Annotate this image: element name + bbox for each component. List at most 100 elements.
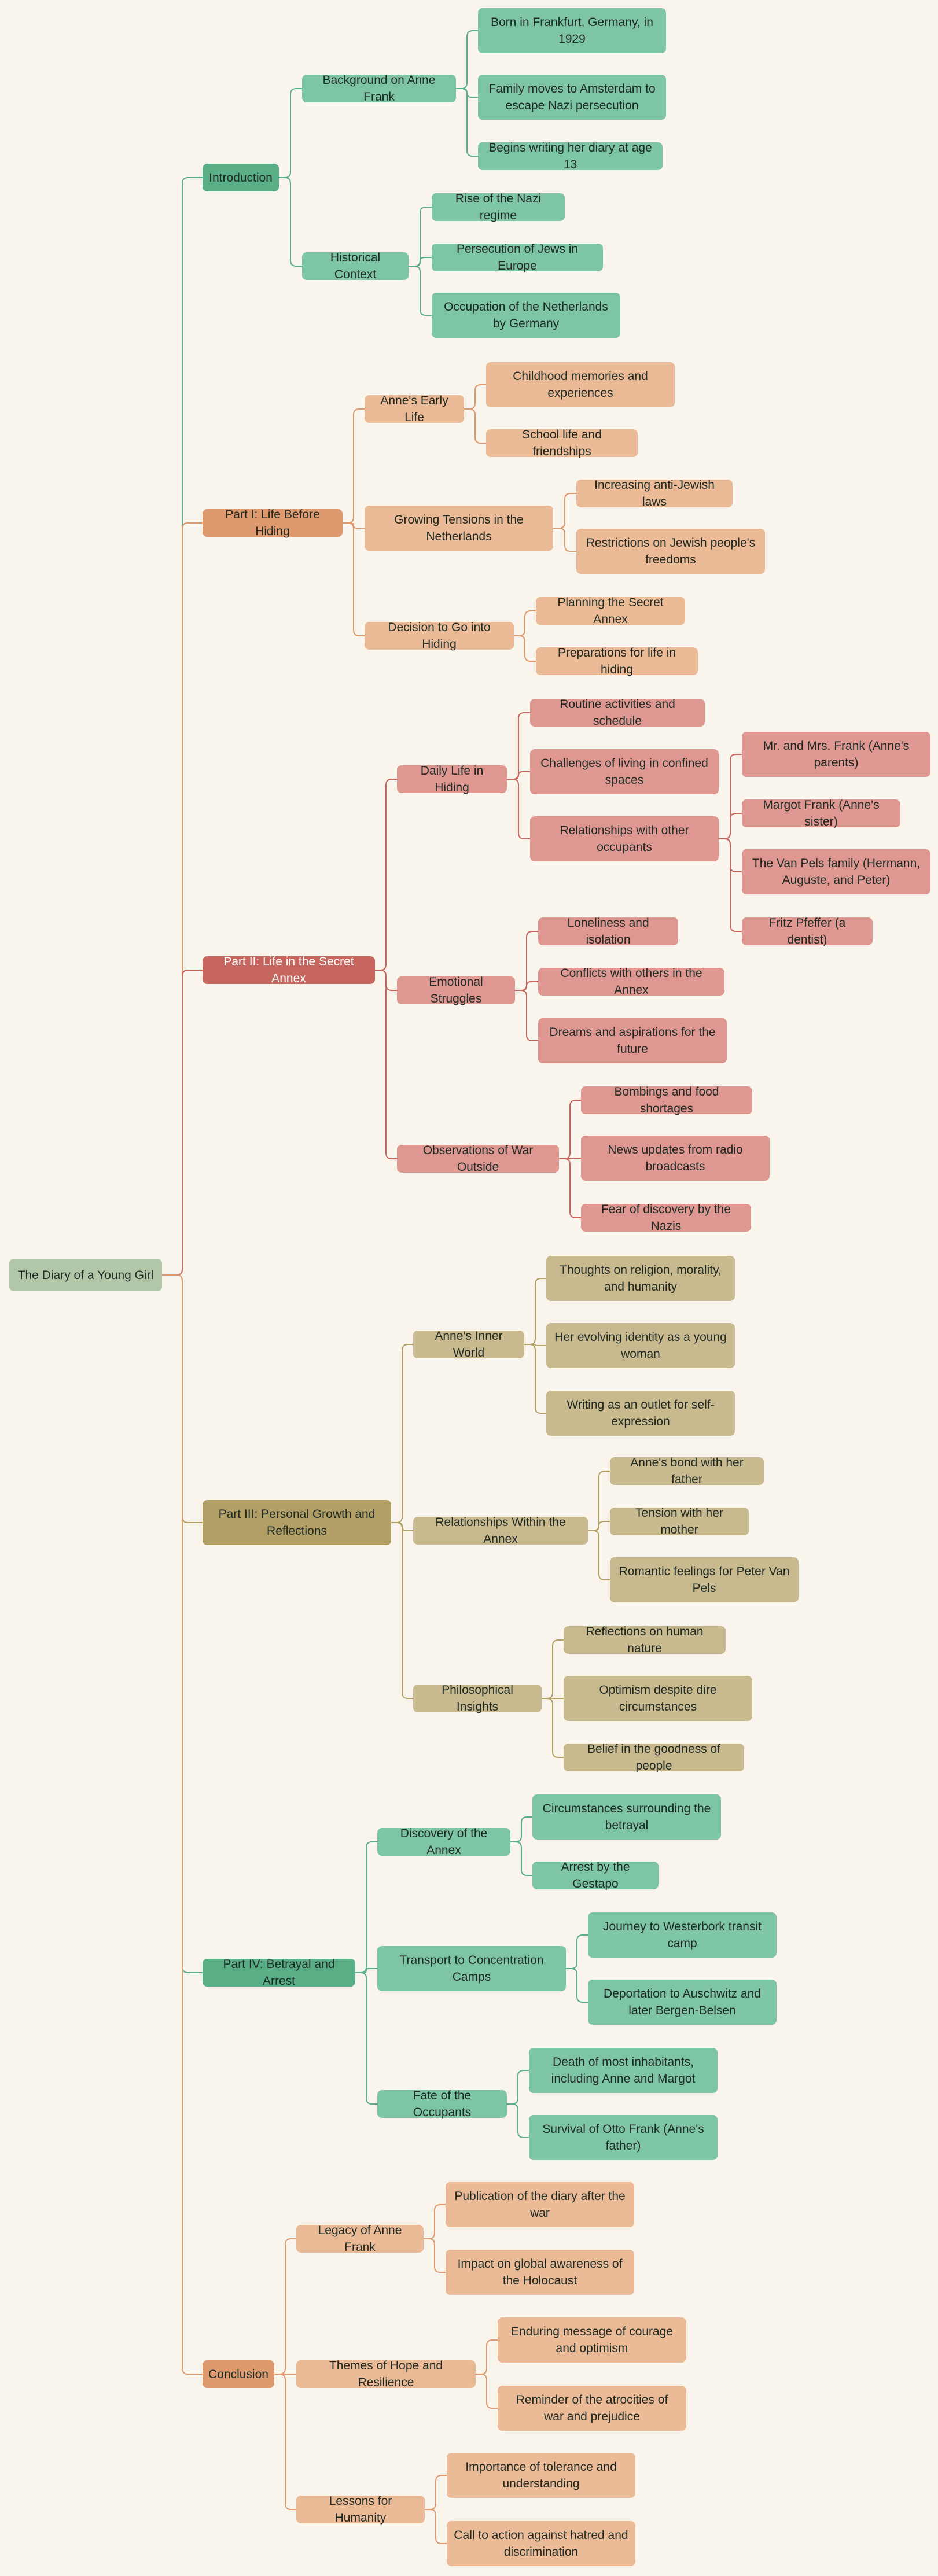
connector-line (279, 88, 302, 178)
leaf-routine-activities[interactable]: Routine activities and schedule (530, 698, 705, 728)
topic-philosophical-insights[interactable]: Philosophical Insights (413, 1683, 542, 1713)
leaf-westerbork[interactable]: Journey to Westerbork transit camp (588, 1912, 777, 1958)
connector-line (456, 88, 478, 157)
connector-line (514, 610, 536, 636)
leaf-reminder-atrocities[interactable]: Reminder of the atrocities of war and pr… (498, 2386, 686, 2431)
connector-line (559, 1100, 581, 1159)
leaf-moves-amsterdam[interactable]: Family moves to Amsterdam to escape Nazi… (478, 75, 666, 120)
connector-line (476, 2339, 498, 2375)
leaf-evolving-identity[interactable]: Her evolving identity as a young woman (546, 1323, 735, 1368)
leaf-begins-diary[interactable]: Begins writing her diary at age 13 (478, 141, 663, 171)
leaf-arrest-gestapo[interactable]: Arrest by the Gestapo (532, 1860, 659, 1890)
leaf-call-action[interactable]: Call to action against hatred and discri… (447, 2521, 635, 2566)
leaf-romantic-peter[interactable]: Romantic feelings for Peter Van Pels (610, 1557, 799, 1602)
leaf-news-radio[interactable]: News updates from radio broadcasts (581, 1136, 770, 1181)
connector-line (559, 1158, 581, 1159)
leaf-tension-mother[interactable]: Tension with her mother (610, 1506, 749, 1536)
connector-line (507, 2070, 529, 2105)
branch-part-2[interactable]: Part II: Life in the Secret Annex (203, 955, 375, 985)
branch-conclusion[interactable]: Conclusion (203, 2360, 274, 2388)
connector-line (456, 30, 478, 89)
leaf-relationships-occupants[interactable]: Relationships with other occupants (530, 816, 719, 861)
connector-line (464, 384, 486, 410)
topic-relationships-within-annex[interactable]: Relationships Within the Annex (413, 1516, 588, 1546)
leaf-anti-jewish-laws[interactable]: Increasing anti-Jewish laws (576, 478, 733, 508)
leaf-fear-discovery[interactable]: Fear of discovery by the Nazis (581, 1203, 751, 1233)
leaf-preparations-hiding[interactable]: Preparations for life in hiding (536, 646, 698, 676)
topic-discovery-annex[interactable]: Discovery of the Annex (377, 1827, 510, 1857)
leaf-fritz-pfeffer[interactable]: Fritz Pfeffer (a dentist) (742, 916, 873, 946)
topic-emotional-struggles[interactable]: Emotional Struggles (397, 975, 515, 1005)
leaf-optimism[interactable]: Optimism despite dire circumstances (564, 1676, 752, 1721)
connector-line (719, 813, 742, 839)
topic-daily-life-hiding[interactable]: Daily Life in Hiding (397, 764, 507, 794)
topic-background-anne-frank[interactable]: Background on Anne Frank (302, 73, 456, 104)
connector-line (279, 177, 302, 267)
topic-historical-context[interactable]: Historical Context (302, 251, 409, 281)
topic-lessons-humanity[interactable]: Lessons for Humanity (296, 2494, 425, 2525)
topic-transport-camps[interactable]: Transport to Concentration Camps (377, 1946, 566, 1991)
leaf-conflicts-annex[interactable]: Conflicts with others in the Annex (538, 967, 724, 997)
connector-line (507, 779, 530, 839)
leaf-bombings-food[interactable]: Bombings and food shortages (581, 1085, 752, 1115)
connector-line (274, 2374, 296, 2510)
leaf-loneliness[interactable]: Loneliness and isolation (538, 916, 678, 946)
leaf-enduring-message[interactable]: Enduring message of courage and optimism (498, 2317, 686, 2363)
leaf-planning-annex[interactable]: Planning the Secret Annex (536, 596, 685, 626)
connector-line (355, 1972, 377, 2105)
leaf-circumstances-betrayal[interactable]: Circumstances surrounding the betrayal (532, 1794, 721, 1840)
leaf-challenges-confined[interactable]: Challenges of living in confined spaces (530, 749, 719, 794)
leaf-thoughts-religion[interactable]: Thoughts on religion, morality, and huma… (546, 1256, 735, 1301)
root-node[interactable]: The Diary of a Young Girl (9, 1259, 162, 1291)
leaf-margot-frank[interactable]: Margot Frank (Anne's sister) (742, 798, 900, 828)
leaf-importance-tolerance[interactable]: Importance of tolerance and understandin… (447, 2453, 635, 2498)
branch-part-4[interactable]: Part IV: Betrayal and Arrest (203, 1958, 355, 1988)
connector-line (507, 771, 530, 780)
connector-line (588, 1521, 610, 1531)
branch-part-1[interactable]: Part I: Life Before Hiding (203, 508, 343, 538)
connector-line (510, 1816, 532, 1842)
leaf-persecution-jews[interactable]: Persecution of Jews in Europe (432, 242, 603, 272)
connector-line (524, 1344, 546, 1414)
connector-line (514, 635, 536, 662)
topic-decision-hiding[interactable]: Decision to Go into Hiding (365, 621, 514, 651)
leaf-publication-diary[interactable]: Publication of the diary after the war (446, 2182, 634, 2227)
leaf-belief-goodness[interactable]: Belief in the goodness of people (564, 1742, 744, 1772)
leaf-human-nature[interactable]: Reflections on human nature (564, 1625, 726, 1655)
leaf-dreams-aspirations[interactable]: Dreams and aspirations for the future (538, 1018, 727, 1063)
topic-legacy[interactable]: Legacy of Anne Frank (296, 2224, 424, 2254)
connector-line (162, 970, 203, 1276)
connector-line (424, 2238, 446, 2273)
leaf-childhood-memories[interactable]: Childhood memories and experiences (486, 362, 675, 407)
leaf-survival-otto[interactable]: Survival of Otto Frank (Anne's father) (529, 2115, 718, 2160)
topic-observations-war[interactable]: Observations of War Outside (397, 1144, 559, 1174)
leaf-impact-awareness[interactable]: Impact on global awareness of the Holoca… (446, 2250, 634, 2295)
leaf-bond-father[interactable]: Anne's bond with her father (610, 1456, 764, 1486)
topic-growing-tensions[interactable]: Growing Tensions in the Netherlands (365, 506, 553, 551)
leaf-rise-nazi[interactable]: Rise of the Nazi regime (432, 192, 565, 222)
connector-line (409, 257, 432, 267)
leaf-school-life[interactable]: School life and friendships (486, 428, 638, 458)
leaf-mr-mrs-frank[interactable]: Mr. and Mrs. Frank (Anne's parents) (742, 732, 930, 777)
connector-line (588, 1530, 610, 1580)
topic-annes-inner-world[interactable]: Anne's Inner World (413, 1329, 524, 1359)
leaf-occupation-netherlands[interactable]: Occupation of the Netherlands by Germany (432, 293, 620, 338)
leaf-writing-outlet[interactable]: Writing as an outlet for self-expression (546, 1391, 735, 1436)
leaf-born-frankfurt[interactable]: Born in Frankfurt, Germany, in 1929 (478, 8, 666, 53)
leaf-auschwitz[interactable]: Deportation to Auschwitz and later Berge… (588, 1980, 777, 2025)
connector-line (524, 1278, 546, 1345)
topic-annes-early-life[interactable]: Anne's Early Life (365, 394, 464, 424)
connector-line (464, 408, 486, 444)
leaf-van-pels-family[interactable]: The Van Pels family (Hermann, Auguste, a… (742, 849, 930, 894)
topic-fate-occupants[interactable]: Fate of the Occupants (377, 2089, 507, 2119)
leaf-restrictions-freedoms[interactable]: Restrictions on Jewish people's freedoms (576, 529, 765, 574)
connector-line (162, 1274, 203, 2375)
branch-part-3[interactable]: Part III: Personal Growth and Reflection… (203, 1500, 391, 1545)
connector-line (375, 970, 397, 1159)
leaf-death-inhabitants[interactable]: Death of most inhabitants, including Ann… (529, 2048, 718, 2093)
branch-introduction[interactable]: Introduction (203, 164, 279, 191)
connector-line (507, 712, 530, 780)
connector-line (719, 838, 742, 932)
connector-line (409, 266, 432, 316)
topic-hope-resilience[interactable]: Themes of Hope and Resilience (296, 2359, 476, 2389)
